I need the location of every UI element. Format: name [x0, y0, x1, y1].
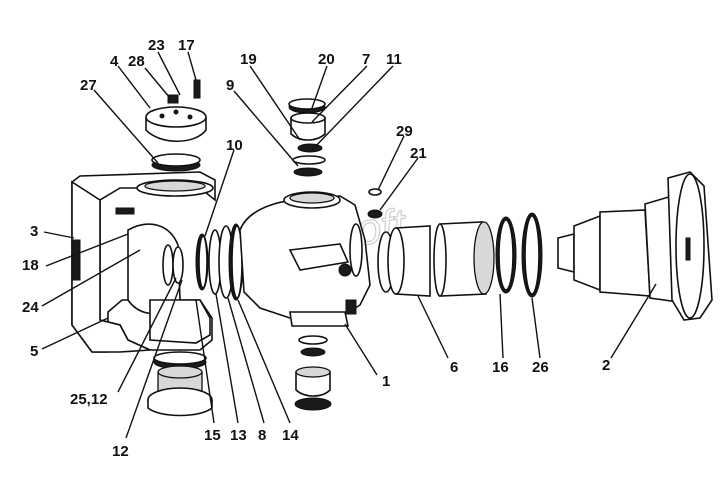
- label-20: 20: [318, 51, 335, 68]
- label-25-12: 25,12: [70, 391, 108, 408]
- label-4: 4: [110, 53, 119, 70]
- leader-lines: [41, 51, 657, 439]
- label-27: 27: [80, 77, 97, 94]
- label-6: 6: [450, 359, 458, 376]
- label-17: 17: [178, 37, 195, 54]
- label-14: 14: [282, 427, 299, 444]
- label-11: 11: [386, 51, 402, 68]
- label-21: 21: [410, 145, 427, 162]
- label-18: 18: [22, 257, 39, 274]
- label-1: 1: [382, 373, 390, 390]
- bottom-cover-assembly: [147, 351, 213, 417]
- pivot-housing: [239, 191, 371, 327]
- axle-hub: [557, 171, 713, 321]
- label-2: 2: [602, 357, 610, 374]
- label-9: 9: [226, 77, 234, 94]
- small-bushing-parts: [367, 188, 383, 219]
- label-23: 23: [148, 37, 165, 54]
- label-8: 8: [258, 427, 266, 444]
- label-12: 12: [112, 443, 129, 460]
- ring-stack-left: [162, 223, 244, 301]
- part-number-labels: 23 17 4 28 27 19 20 7 11 9 10 29 21 3 18…: [22, 37, 610, 460]
- label-24: 24: [22, 299, 39, 316]
- label-7: 7: [362, 51, 370, 68]
- top-cover-assembly: [145, 79, 207, 172]
- label-3: 3: [30, 223, 38, 240]
- label-28: 28: [128, 53, 145, 70]
- label-26: 26: [532, 359, 549, 376]
- label-19: 19: [240, 51, 257, 68]
- label-5: 5: [30, 343, 38, 360]
- label-13: 13: [230, 427, 247, 444]
- upper-kingpin-stack: [288, 98, 326, 177]
- label-29: 29: [396, 123, 413, 140]
- right-bearing-stack: [377, 212, 543, 298]
- label-16: 16: [492, 359, 509, 376]
- label-15: 15: [204, 427, 221, 444]
- lower-kingpin-stack: [294, 335, 332, 411]
- label-10: 10: [226, 137, 243, 154]
